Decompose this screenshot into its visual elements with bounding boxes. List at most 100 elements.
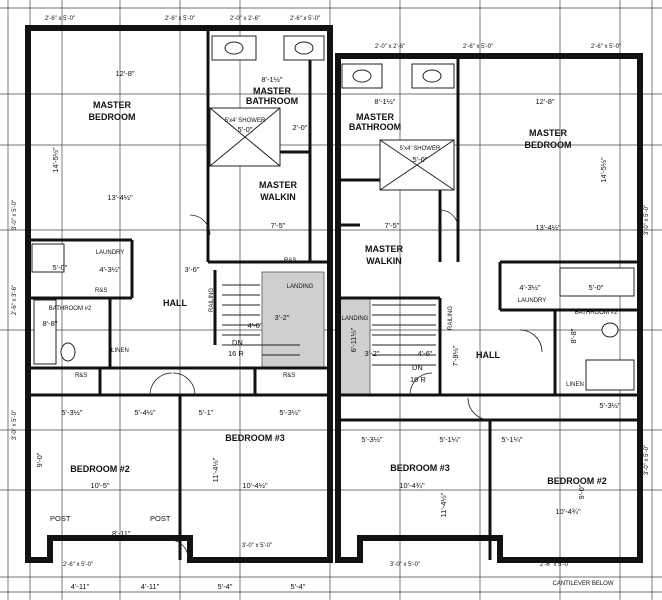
left-bathroom2: BATHROOM #2 8'-8" bbox=[43, 306, 92, 328]
dim-label: 5'-1¼" bbox=[439, 435, 461, 444]
room-label: BATHROOM bbox=[246, 96, 298, 106]
window-label: 2'-6" x 5'-0" bbox=[45, 16, 75, 22]
dim-label: 10'-4¾" bbox=[555, 507, 581, 516]
dim-label: 11'-4½" bbox=[211, 457, 220, 482]
dim-label: 8'-1½" bbox=[261, 75, 283, 84]
dim-label: 5'-3½" bbox=[61, 408, 83, 417]
dim-label: 2'-0" bbox=[293, 123, 308, 132]
window-label: 2'-6" x 5'-0" bbox=[463, 44, 493, 50]
left-bedroom3: BEDROOM #3 10'-4½" 11'-4½" 5'-1" 5'-3½" bbox=[199, 408, 301, 490]
dim-label: 12'-8" bbox=[535, 97, 554, 106]
window-label: 2'-6" x 5'-0" bbox=[540, 562, 570, 568]
window-label: 3'-0" x 5'-0" bbox=[644, 205, 650, 235]
dim-label: 4'-3½" bbox=[99, 265, 121, 274]
room-label: BEDROOM #3 bbox=[390, 463, 450, 473]
dim-label: 5'x4' SHOWER bbox=[400, 146, 441, 152]
room-label: MASTER bbox=[529, 128, 568, 138]
dim-label: 4'-11" bbox=[141, 582, 160, 591]
right-landing-shade bbox=[339, 297, 371, 395]
door-swings bbox=[149, 209, 543, 559]
dim-label: 5'-0" bbox=[53, 263, 68, 272]
room-label: WALKIN bbox=[260, 192, 296, 202]
dim-label: 4'-6" bbox=[248, 321, 263, 330]
rs-label: R&S bbox=[284, 258, 296, 264]
dim-label: 5'-4" bbox=[218, 582, 233, 591]
room-label: BATHROOM bbox=[349, 122, 401, 132]
room-label: LANDING bbox=[342, 316, 369, 322]
room-label: MASTER bbox=[365, 244, 404, 254]
rs-label: R&S bbox=[75, 373, 87, 379]
dim-label: 5'-3½" bbox=[279, 408, 301, 417]
room-label: BEDROOM bbox=[89, 112, 136, 122]
dim-label: 7'-8½" bbox=[451, 345, 460, 367]
window-label: 2'-6" x 5'-0" bbox=[591, 44, 621, 50]
dim-label: 9'-0" bbox=[577, 484, 586, 499]
right-unit-exterior-wall bbox=[335, 53, 643, 563]
window-label: 2'-6" x 5'-0" bbox=[63, 562, 93, 568]
dim-label: 5'-0" bbox=[413, 155, 428, 164]
room-label: MASTER bbox=[259, 180, 298, 190]
room-label: LAUNDRY bbox=[518, 298, 547, 304]
right-stair-labels: LANDING DN 16 R 4'-6" 3'-2" 6'-11½" LINE… bbox=[342, 316, 584, 388]
rs-label: R&S bbox=[95, 288, 107, 294]
room-label: BATHROOM #2 bbox=[49, 306, 92, 312]
window-label: 3'-0" x 5'-0" bbox=[390, 562, 420, 568]
left-hall: HALL 3'-6" RAILING bbox=[163, 265, 215, 312]
window-label: 2'-0" x 2'-6" bbox=[375, 44, 405, 50]
dim-label: 13'-4½" bbox=[535, 223, 561, 232]
dim-label: 14'-5½" bbox=[599, 157, 608, 183]
dim-label: 8'-1½" bbox=[374, 97, 396, 106]
right-hall: HALL 7'-8½" RAILING bbox=[448, 306, 500, 367]
dim-label: 4'-11" bbox=[71, 582, 90, 591]
post-label: POST bbox=[150, 514, 171, 523]
room-label: BATHROOM #2 bbox=[575, 310, 618, 316]
dim-label: 8'-11" bbox=[112, 529, 131, 538]
dim-label: 10'-4¾" bbox=[399, 481, 425, 490]
dim-label: 4'-3½" bbox=[519, 283, 541, 292]
dim-label: 11'-4½" bbox=[439, 492, 448, 517]
right-bathroom2: BATHROOM #2 8'-8" bbox=[569, 310, 618, 343]
room-label: BEDROOM #2 bbox=[547, 476, 607, 486]
left-master-bedroom: MASTER BEDROOM 12'-8" 14'-5½" 13'-4½" bbox=[51, 69, 136, 202]
railing-label: RAILING bbox=[209, 288, 215, 312]
right-bedroom2: BEDROOM #2 10'-4¾" 9'-0" 5'-1¼" 5'-3½" bbox=[501, 401, 621, 516]
dim-label: 5'-0" bbox=[589, 283, 604, 292]
dim-label: 13'-4½" bbox=[107, 193, 133, 202]
left-stair bbox=[222, 284, 300, 356]
dim-label: 10'-5" bbox=[90, 481, 109, 490]
window-label: 2'-6" x 3'-6" bbox=[12, 285, 18, 315]
room-label: BEDROOM #3 bbox=[225, 433, 285, 443]
dim-label: 5'-3½" bbox=[361, 435, 383, 444]
dim-label: 3'-6" bbox=[185, 265, 200, 274]
room-label: WALKIN bbox=[366, 256, 402, 266]
dim-label: 5'x4' SHOWER bbox=[225, 118, 266, 124]
right-stair bbox=[372, 304, 436, 366]
dim-label: 12'-8" bbox=[115, 69, 134, 78]
plumbing-fixtures bbox=[31, 35, 635, 391]
linen-label: LINEN bbox=[111, 348, 129, 354]
dim-label: 5'-4" bbox=[291, 582, 306, 591]
dim-label: 5'-1¼" bbox=[501, 435, 523, 444]
dim-label: 7'-5" bbox=[271, 221, 286, 230]
dim-label: 6'-11½" bbox=[349, 327, 358, 352]
rs-label: R&S bbox=[283, 373, 295, 379]
left-master-bathroom: 8'-1½" MASTER BATHROOM 5'x4' SHOWER 5'-0… bbox=[225, 75, 308, 134]
left-bedroom2: BEDROOM #2 10'-5" 9'-0" 5'-3½" 5'-4½" PO… bbox=[35, 408, 171, 538]
dim-label: 7'-5" bbox=[385, 221, 400, 230]
left-unit-exterior-wall bbox=[25, 25, 333, 563]
dim-label: 5'-0" bbox=[238, 125, 253, 134]
room-label: LAUNDRY bbox=[96, 250, 125, 256]
room-label: MASTER bbox=[253, 86, 292, 96]
window-label: 3'-0" x 5'-0" bbox=[644, 445, 650, 475]
window-label: 3'-0" x 5'-0" bbox=[242, 543, 272, 549]
left-landing-shade bbox=[261, 271, 325, 369]
dim-label: 5'-1" bbox=[199, 408, 214, 417]
room-label: MASTER bbox=[356, 112, 395, 122]
dim-label: 14'-5½" bbox=[51, 147, 60, 173]
room-label: HALL bbox=[476, 350, 500, 360]
left-master-walkin: MASTER WALKIN 7'-5" bbox=[259, 180, 298, 230]
linen-label: LINEN bbox=[566, 382, 584, 388]
window-label: 2'-0" x 2'-6" bbox=[230, 16, 260, 22]
stair-risers: 16 R bbox=[228, 349, 244, 358]
